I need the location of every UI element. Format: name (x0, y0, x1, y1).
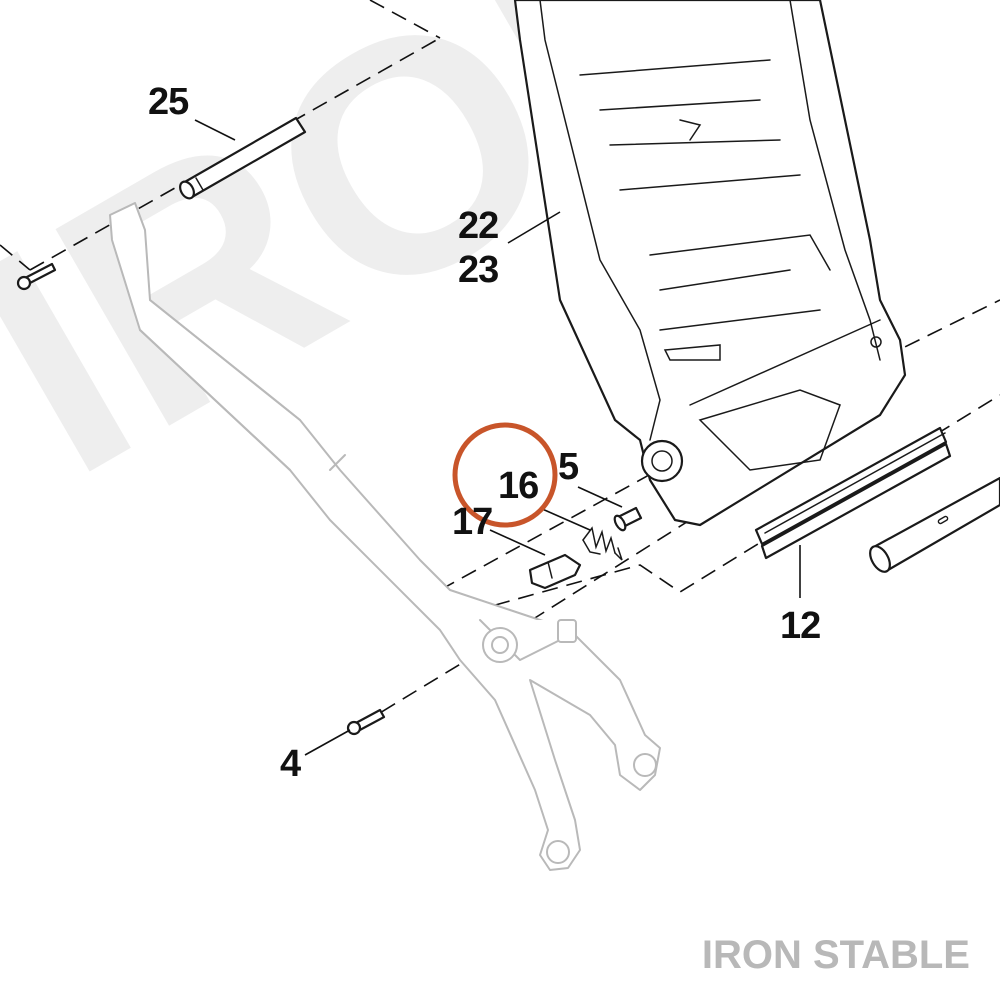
lever-arm-detail-1 (329, 454, 346, 471)
screw-left (16, 262, 57, 291)
pin-25-groove (195, 177, 204, 191)
rail-12-edge (764, 432, 946, 534)
frame-cross-ribs-lower (649, 234, 831, 331)
callout-22: 22 (458, 205, 498, 247)
leader-22-23 (507, 211, 561, 244)
main-frame (513, 0, 907, 527)
pin-25-end (179, 180, 195, 200)
frame-cross-ribs-upper (579, 59, 801, 191)
tube-right (869, 476, 1000, 573)
tube-right-end (869, 545, 891, 573)
latch-17-notch (547, 561, 553, 579)
leader-17 (489, 529, 546, 556)
frame-pivot-boss (640, 439, 684, 483)
lever-foot-right (633, 753, 657, 777)
frame-base-panel (698, 389, 841, 471)
spring-16-coils (582, 526, 616, 554)
frame-right-rail (789, 0, 881, 361)
frame-left-rail (539, 0, 661, 441)
lever-tab (557, 619, 577, 643)
highlight-circle (452, 422, 558, 528)
frame-bottom-plate (663, 344, 721, 361)
lever-arm-outline (109, 202, 661, 871)
rail-12-lower (760, 442, 952, 560)
leader-lines (194, 119, 801, 756)
screw-left-head (16, 275, 32, 291)
lever-foot-left (546, 840, 570, 864)
axis-line-top (369, 0, 441, 39)
callout-5: 5 (558, 446, 579, 488)
lever-arm-ghost (109, 202, 661, 871)
callout-4: 4 (280, 743, 301, 785)
pin-25 (179, 116, 307, 200)
callout-labels: 25 22 23 16 5 17 12 4 (148, 81, 821, 785)
brand-label: IRON STABLE (702, 933, 970, 977)
callout-23: 23 (458, 249, 498, 291)
lever-arm-edge-lower (139, 329, 291, 471)
screw-4 (346, 708, 386, 736)
tube-right-body (870, 476, 1000, 572)
frame-pivot-hole (651, 450, 673, 472)
callout-12: 12 (780, 605, 820, 647)
pin-5-head (613, 514, 627, 532)
main-frame-outline (513, 0, 907, 527)
latch-17-body (528, 553, 582, 590)
frame-hole-right (870, 336, 882, 348)
spring-16-tail (614, 547, 623, 561)
latch-17 (528, 553, 582, 590)
leader-25 (194, 119, 236, 141)
leader-5 (577, 486, 623, 508)
tube-right-slot (937, 515, 949, 525)
spring-16 (582, 526, 623, 561)
callout-16: 16 (498, 465, 538, 507)
pin-5 (613, 506, 643, 532)
screw-4-head (346, 720, 362, 736)
spring-16-leg (582, 539, 601, 555)
rail-12 (754, 426, 952, 560)
lever-arm-edge-upper (149, 299, 301, 421)
leader-4 (304, 729, 351, 756)
frame-base-edge (689, 319, 881, 406)
callout-17: 17 (452, 501, 492, 543)
axis-line-left-screw (0, 244, 31, 271)
callout-25: 25 (148, 81, 189, 123)
leader-16 (539, 507, 591, 531)
frame-clip-detail (679, 119, 702, 141)
lever-pivot-hole (491, 636, 509, 654)
